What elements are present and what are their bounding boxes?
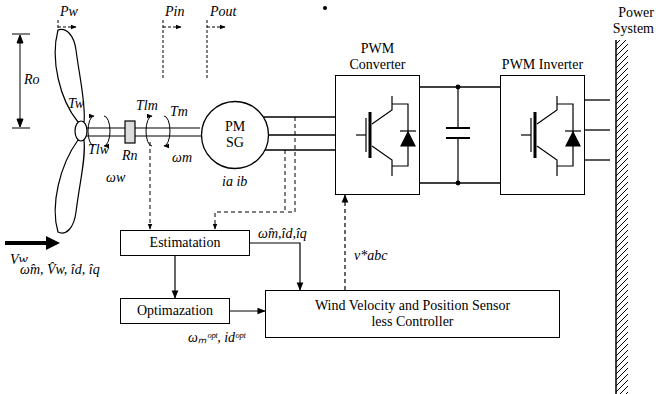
signal-label: Ro xyxy=(24,72,40,87)
edge-label: ω̂m, V̂w, îd, îq xyxy=(18,262,102,277)
edge-label: v*abc xyxy=(352,248,389,263)
signal-label: ωw xyxy=(106,170,125,185)
controller-box: Wind Velocity and Position Sensor less C… xyxy=(265,290,560,338)
signal-label: Pw xyxy=(60,4,78,19)
signal-label: ωm xyxy=(172,150,192,165)
box-label: Estimatation xyxy=(150,235,221,251)
signal-label: Tlw xyxy=(88,142,109,157)
power-wire xyxy=(420,87,500,183)
box-label: Optimazation xyxy=(137,303,213,319)
signal-label: Tw xyxy=(68,96,84,111)
signal-label: Tm xyxy=(170,104,188,119)
power-bus: Power System xyxy=(610,40,626,394)
box-heading: PWM Inverter xyxy=(501,57,584,73)
generator-circle: PM SG xyxy=(200,100,270,170)
power-wire xyxy=(263,117,335,150)
signal-label: Rn xyxy=(122,148,138,163)
power-wire xyxy=(585,100,610,160)
signal-label: Pin xyxy=(165,4,184,19)
box-heading: Power System xyxy=(594,5,654,37)
edge-label: ωₘᵒᵖᵗ, idᵒᵖᵗ xyxy=(186,330,247,345)
process-box: Optimazation xyxy=(120,298,230,324)
signal-arrow xyxy=(250,243,300,290)
inverter-box: PWM Inverter xyxy=(500,75,585,195)
signal-arrow xyxy=(230,311,265,312)
signal-label: Tlm xyxy=(136,98,158,113)
signal-arrow xyxy=(175,256,176,298)
control-signal xyxy=(345,195,346,290)
box-label: Wind Velocity and Position Sensor less C… xyxy=(308,298,518,330)
converter-box: PWM Converter xyxy=(335,75,420,195)
box-heading: PWM Converter xyxy=(336,41,419,73)
signal-label: Pout xyxy=(210,4,236,19)
signal-label: ia ib xyxy=(222,174,247,189)
edge-label: ω̂m,îd,îq xyxy=(256,226,309,241)
process-box: Estimatation xyxy=(120,230,250,256)
box-label: PM SG xyxy=(219,119,251,151)
